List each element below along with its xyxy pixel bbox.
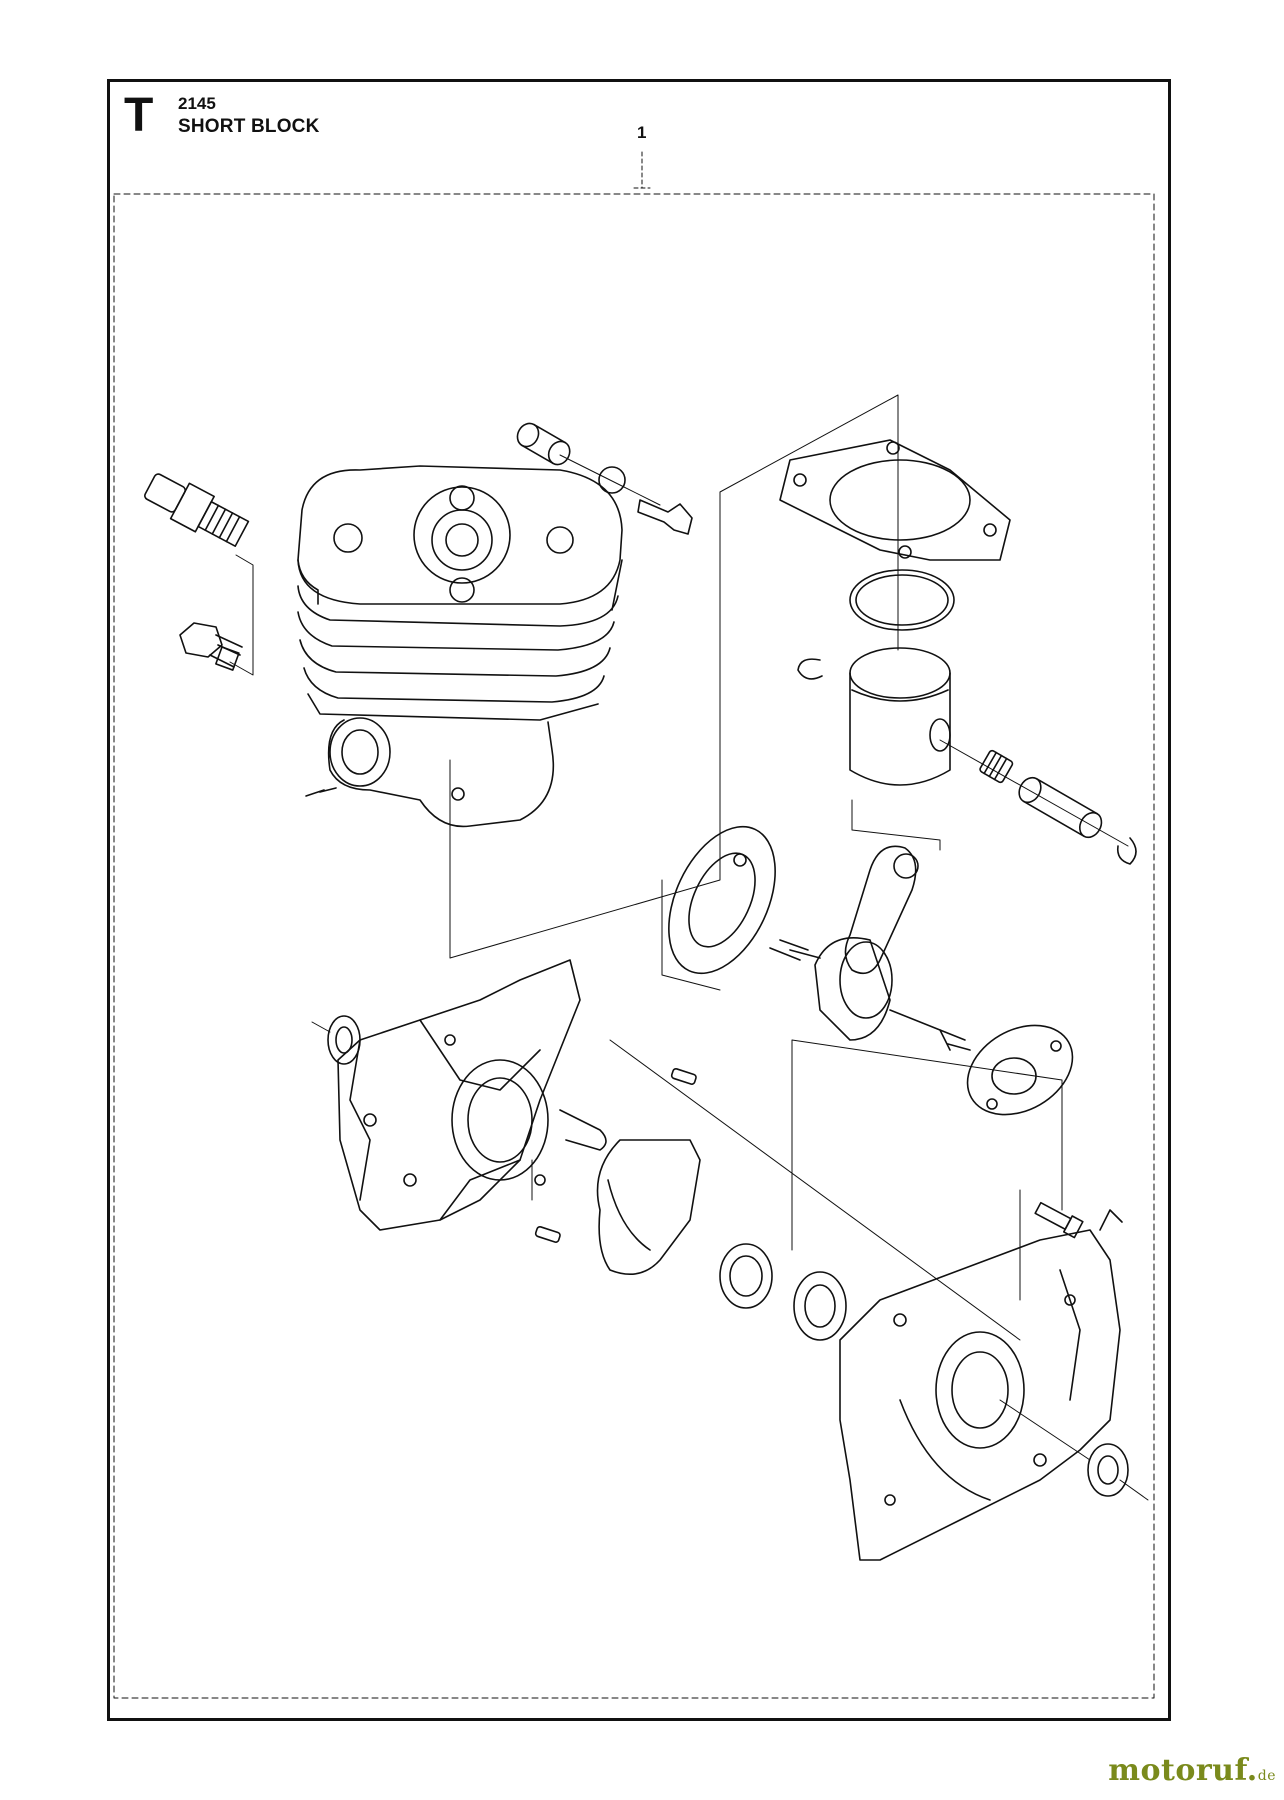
cylinder-gasket: [779, 439, 1011, 561]
piston: [849, 647, 951, 786]
needle-bearing: [979, 749, 1014, 784]
crankcase-right: [839, 1209, 1123, 1561]
crankcase-gasket: [596, 1139, 701, 1276]
callout-bracket: [633, 151, 651, 189]
leader-line: [531, 1039, 1021, 1341]
piston-pin-circlip: [1116, 837, 1137, 865]
leader-line: [559, 454, 661, 506]
crank-counterweight-right: [966, 1024, 1074, 1116]
hose-clamp: [598, 466, 626, 494]
decompression-valve: [144, 473, 250, 547]
crankcase-screw: [1034, 1201, 1084, 1239]
crank-counterweight-left: [668, 825, 776, 975]
diagram-number: 2145: [178, 94, 216, 113]
leader-line: [311, 1021, 331, 1033]
leader-line: [661, 879, 1063, 1251]
watermark: motoruf.de: [1108, 1753, 1276, 1788]
nipple-elbow: [637, 499, 693, 535]
watermark-tld: de: [1257, 1768, 1276, 1784]
main-bearing-left: [719, 1243, 773, 1309]
impulse-nipple: [516, 422, 571, 466]
crankcase-left: [337, 959, 607, 1231]
dowel-pin: [670, 1067, 697, 1085]
leader-line: [999, 1399, 1149, 1501]
assembly-boundary: [113, 193, 1155, 1699]
callout-label: 1: [637, 123, 647, 142]
diagram-frame: [107, 79, 1171, 1721]
oil-seal-left: [327, 1015, 361, 1065]
leader-line: [939, 739, 1129, 847]
piston-pin-circlip: [797, 658, 823, 680]
diagram-title: SHORT BLOCK: [178, 116, 320, 137]
crankshaft: [769, 845, 971, 1051]
piston-ring: [849, 569, 955, 631]
leader-line: [229, 554, 254, 676]
oil-seal-right: [1087, 1443, 1129, 1497]
plug-screw: [179, 622, 243, 671]
main-bearing-right: [793, 1271, 847, 1341]
dowel-pin: [534, 1225, 561, 1243]
watermark-brand: motoruf: [1108, 1753, 1247, 1788]
cylinder: [297, 465, 623, 828]
section-letter: T: [124, 89, 154, 142]
leader-line: [449, 394, 899, 959]
leader-line: [851, 799, 941, 851]
watermark-dot: .: [1246, 1753, 1258, 1788]
